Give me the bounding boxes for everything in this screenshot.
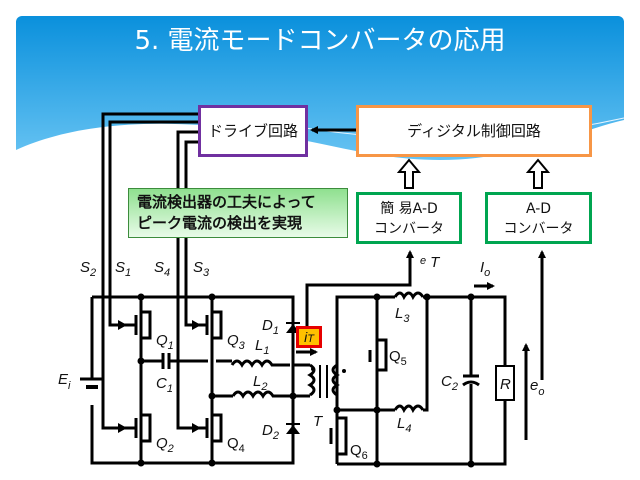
resistor-r [495, 365, 515, 401]
label-d2: D2 [262, 422, 279, 442]
label-c1: C1 [156, 375, 173, 395]
current-sensor-it: iT [296, 326, 322, 348]
mosfet-q5 [368, 338, 388, 372]
drive-circuit-block: ドライブ回路 [198, 105, 308, 157]
label-s2: S2 [80, 259, 96, 279]
label-c2: C2 [441, 373, 458, 393]
adc-block: A-D コンバータ [485, 192, 592, 244]
adc-line1: A-D [525, 201, 552, 217]
label-l2: L2 [253, 373, 267, 393]
mosfet-q6 [329, 416, 348, 456]
label-s4: S4 [154, 259, 170, 279]
label-q2: Q2 [156, 435, 174, 455]
simple-adc-line1: 簡 易A-D [380, 201, 438, 217]
mosfet-q3 [200, 310, 223, 340]
diode-d2 [286, 425, 300, 434]
label-q3: Q3 [227, 332, 246, 352]
label-d1: D1 [262, 317, 279, 337]
mosfet-q4 [200, 413, 223, 443]
mosfet-q1 [126, 310, 152, 340]
simple-adc-block: 簡 易A-D コンバータ [356, 192, 462, 244]
label-s3: S3 [193, 259, 210, 279]
label-q1: Q1 [156, 332, 174, 352]
gate-line-s2 [101, 112, 198, 430]
callout-line1: 電流検出器の工夫によって [137, 193, 316, 211]
digital-control-block: ディジタル制御回路 [356, 105, 592, 157]
callout-note: 電流検出器の工夫によって ピーク電流の検出を実現 [128, 188, 348, 238]
callout-line2: ピーク電流の検出を実現 [137, 214, 303, 232]
hollow-arrow-2 [525, 158, 551, 189]
simple-adc-line2: コンバータ [374, 221, 444, 237]
inductor-l4 [393, 404, 425, 414]
label-r: R [500, 376, 511, 393]
inductor-l2 [231, 390, 293, 399]
slide-title: 5. 電流モードコンバータの応用 [134, 26, 506, 56]
transformer-secondary [331, 363, 340, 397]
hollow-arrow-1 [396, 158, 422, 189]
label-io: Io [480, 259, 490, 279]
label-eo: eo [530, 377, 544, 398]
adc-line2: コンバータ [503, 221, 574, 237]
label-ei: Ei [58, 371, 71, 392]
label-l1: L1 [255, 337, 269, 357]
label-l4: L4 [397, 415, 411, 435]
inductor-l3 [393, 291, 425, 301]
inductor-l1 [230, 359, 290, 368]
label-q6: Q6 [350, 442, 368, 462]
label-q5: Q5 [389, 348, 407, 368]
mosfet-q2 [126, 413, 152, 443]
label-q4: Q4 [227, 435, 245, 455]
gate-line-s4 [176, 130, 200, 430]
transformer-primary [293, 363, 316, 398]
label-t: T [313, 413, 324, 430]
label-l3: L3 [395, 305, 410, 325]
label-s1: S1 [115, 259, 131, 279]
